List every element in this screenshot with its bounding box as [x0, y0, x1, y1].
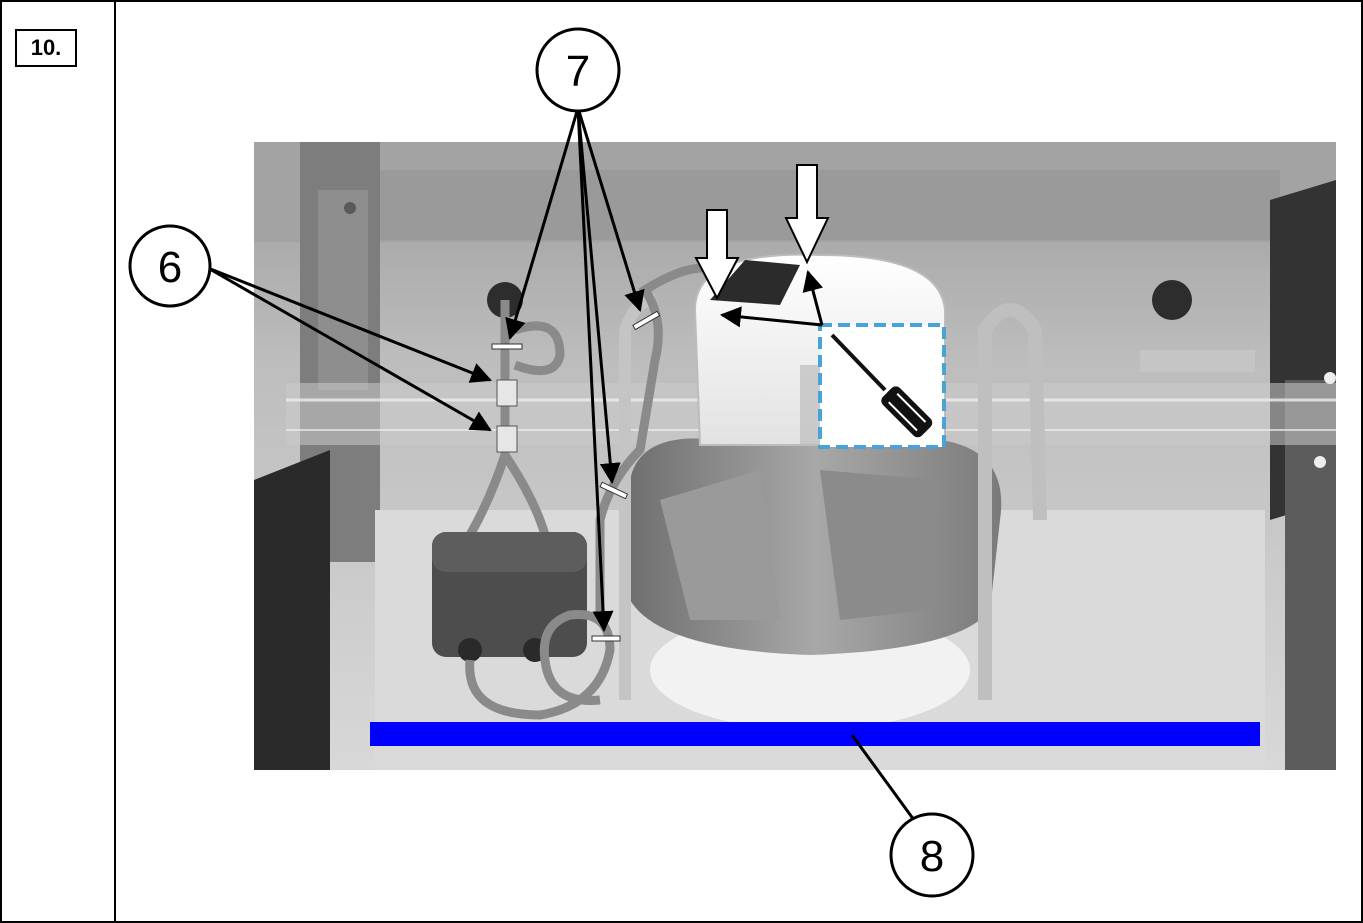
leader-lines: [207, 107, 916, 821]
screwdriver-inset: [719, 269, 946, 449]
step-cell: 10.: [0, 0, 116, 923]
step-number: 10.: [15, 29, 77, 67]
svg-text:6: 6: [158, 243, 182, 292]
svg-text:7: 7: [566, 47, 590, 96]
callout-8: 8: [889, 812, 975, 898]
junction-box: [432, 263, 733, 720]
svg-text:8: 8: [920, 832, 944, 881]
callout-6: 6: [128, 224, 212, 308]
mounting-rail: [370, 722, 1260, 746]
callout-7: 7: [535, 27, 621, 113]
down-arrow-icon: [694, 164, 830, 301]
screwdriver-icon: [881, 386, 933, 438]
